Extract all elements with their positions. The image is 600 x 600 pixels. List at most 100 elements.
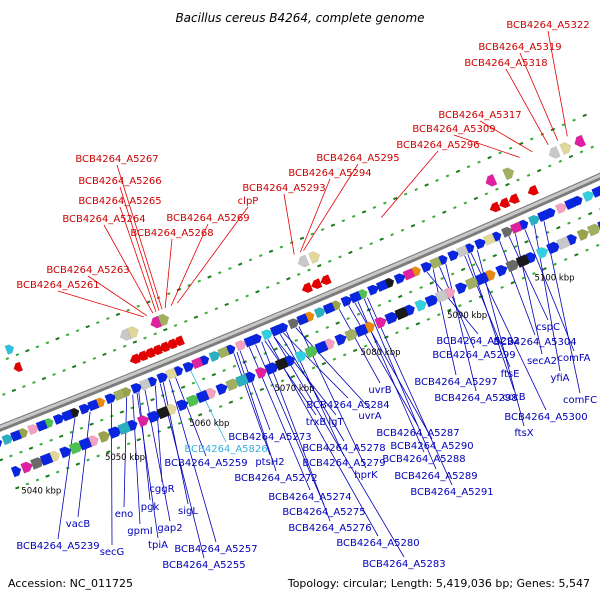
tick-mark: [505, 182, 510, 187]
tick-mark: [25, 482, 30, 486]
forward-gene: [591, 185, 600, 199]
forward-gene: [278, 322, 289, 334]
forward-gene: [49, 450, 61, 463]
leader-line: [57, 417, 76, 540]
leader-line: [300, 178, 331, 253]
forward-gene: [26, 424, 40, 436]
tick-mark: [153, 332, 157, 336]
leader-line: [514, 233, 543, 355]
kbp-label: 5070 kbp: [275, 384, 315, 394]
tick-mark: [403, 192, 408, 196]
tick-mark: [348, 250, 353, 255]
tick-mark: [450, 272, 455, 276]
gene-label-bottom: BCB4264_A5826: [184, 444, 267, 455]
leader-line: [445, 263, 477, 392]
tick-mark: [86, 458, 90, 462]
tick-mark: [442, 210, 447, 214]
tick-mark: [15, 353, 20, 357]
gene-label-bottom: BCB4264_A5272: [234, 473, 317, 484]
kbp-label: 5080 kbp: [360, 348, 400, 358]
gene-label-bottom: trxB: [306, 417, 327, 428]
tick-mark: [228, 266, 232, 270]
tick-mark: [526, 173, 531, 177]
leader-line: [286, 331, 345, 457]
kbp-label: 5040 kbp: [21, 486, 61, 496]
gene-label-bottom: BCB4264_A5239: [16, 541, 99, 552]
tick-mark: [341, 219, 346, 223]
reverse-gene: [320, 274, 332, 286]
gene-label-bottom: tpiA: [148, 540, 168, 551]
forward-gene: [424, 294, 439, 308]
kbp-label: 5090 kbp: [447, 311, 487, 321]
tick-mark: [535, 235, 539, 239]
tick-mark: [296, 272, 301, 276]
tick-mark: [487, 155, 492, 160]
tick-mark: [508, 146, 513, 150]
forward-gene: [244, 371, 256, 384]
tick-mark: [79, 426, 84, 430]
forward-gene: [334, 333, 347, 346]
tick-mark: [421, 219, 426, 223]
leader-line: [505, 68, 549, 145]
tick-mark: [338, 255, 342, 259]
tick-mark: [204, 311, 208, 315]
tick-mark: [147, 434, 151, 438]
forward-gene: [411, 266, 421, 277]
gene-label-bottom: BCB4264_A5289: [394, 471, 477, 482]
tick-mark: [39, 442, 43, 446]
tick-mark: [32, 381, 36, 384]
tick-mark: [69, 430, 74, 434]
gene-label-bottom: BCB4264_A5257: [174, 544, 257, 555]
tick-mark: [235, 298, 239, 302]
leader-line: [169, 379, 217, 543]
forward-gene: [18, 428, 29, 439]
tick-mark: [563, 257, 568, 262]
tick-mark: [424, 183, 429, 187]
tick-mark: [99, 418, 104, 422]
reverse-gene: [173, 335, 186, 347]
forward-gene: [166, 403, 177, 416]
tick-mark: [239, 396, 244, 400]
tick-mark: [437, 313, 441, 317]
tick-mark: [561, 123, 566, 127]
forward-gene: [304, 311, 315, 322]
tick-mark: [0, 458, 4, 462]
tick-mark: [237, 262, 243, 266]
reverse-gene: [166, 338, 178, 350]
tick-mark: [477, 160, 481, 164]
tick-mark: [388, 299, 392, 303]
tick-mark: [71, 364, 77, 369]
tick-mark: [286, 277, 291, 281]
tick-mark: [122, 344, 127, 348]
gene-label-bottom: ftsE: [501, 369, 520, 380]
tick-mark: [167, 425, 172, 430]
tick-mark: [390, 233, 394, 237]
leader-line: [283, 332, 349, 399]
leader-line: [119, 186, 160, 311]
tick-mark: [143, 336, 147, 340]
tick-mark: [211, 372, 217, 377]
gene-label-bottom: BCB4264_A5284: [306, 400, 389, 411]
tick-mark: [332, 357, 337, 361]
tick-mark: [290, 374, 296, 379]
leader-line: [283, 193, 295, 255]
tick-mark: [405, 326, 410, 330]
gene-label-top: BCB4264_A5266: [78, 176, 161, 187]
kbp-label: 5060 kbp: [189, 419, 229, 429]
leader-line: [519, 52, 559, 141]
forward-gene: [500, 226, 514, 238]
forward-gene: [58, 446, 72, 459]
tick-mark: [432, 215, 436, 219]
tick-mark: [359, 246, 363, 250]
tick-mark: [516, 178, 520, 182]
tick-mark: [317, 263, 322, 268]
reverse-gene: [527, 184, 540, 196]
tick-mark: [574, 253, 579, 257]
gene-label-bottom: pgk: [141, 502, 160, 513]
gene-label-bottom: gpmI: [127, 526, 152, 537]
gene-label-bottom: BCB4264_A5274: [268, 492, 351, 503]
tick-mark: [126, 308, 130, 312]
forward-gene: [52, 413, 66, 426]
tick-mark: [410, 224, 416, 228]
tick-mark: [342, 353, 347, 357]
